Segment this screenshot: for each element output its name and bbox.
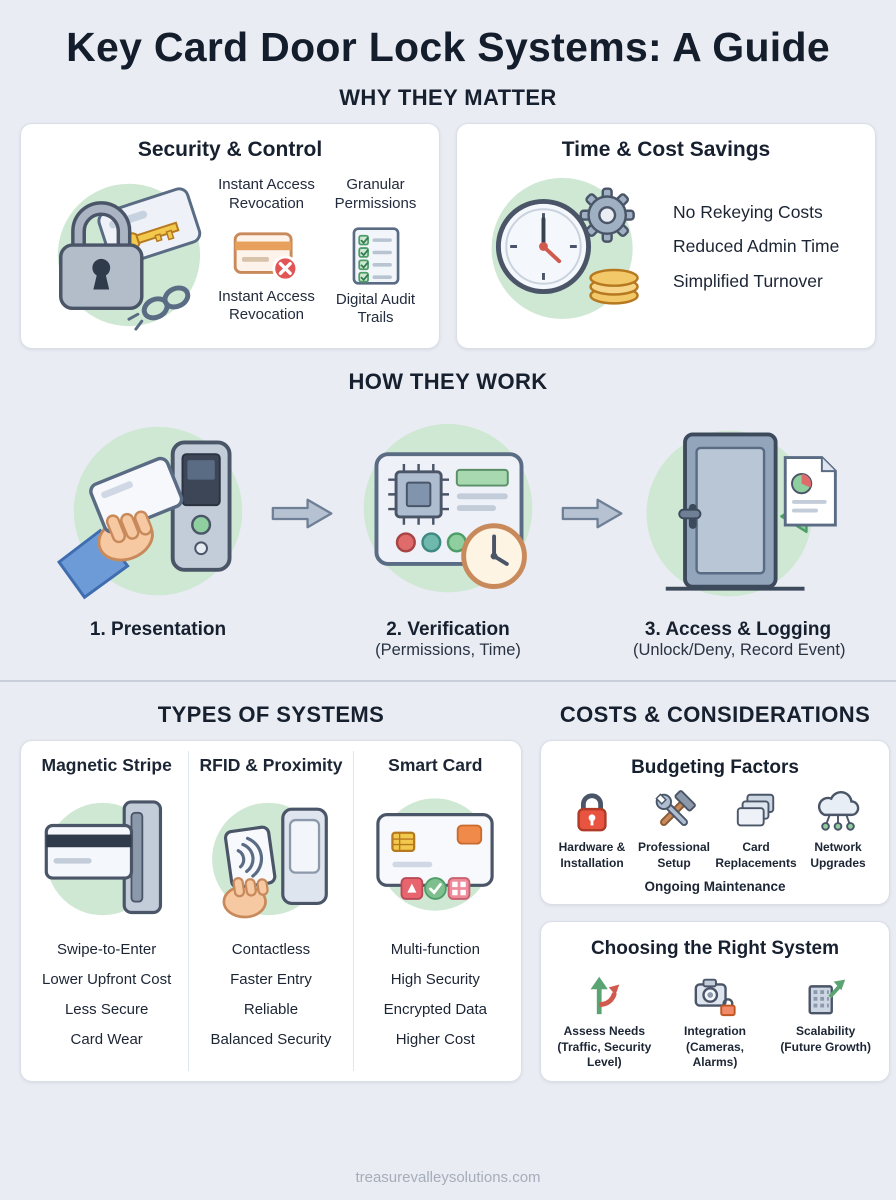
why-cards-row: Security & Control — [0, 123, 896, 349]
flow-arrow-icon — [561, 497, 625, 530]
budgeting-title: Budgeting Factors — [631, 757, 799, 778]
budgeting-note: Ongoing Maintenance — [644, 879, 786, 895]
step-label-1: 1. Presentation — [89, 619, 227, 640]
card-stack-icon — [733, 789, 779, 835]
security-card-body: Instant Access Revocation Granular Permi… — [33, 168, 427, 336]
footer-url: treasurevalleysolutions.com — [355, 1169, 541, 1186]
smart-card-apps-icon — [367, 782, 503, 927]
audit-checklist-icon — [350, 226, 402, 286]
security-benefit-label: Instant Access Revocation — [218, 176, 315, 212]
tap-card-reader-icon — [203, 782, 339, 927]
choose-item-integration: Integration (Cameras, Alarms) — [663, 972, 767, 1071]
control-panel-clock-icon — [343, 415, 553, 611]
security-benefit-label: Instant Access Revocation — [218, 287, 315, 324]
security-card-title: Security & Control — [137, 138, 323, 161]
card-to-reader-icon — [53, 415, 263, 611]
costs-column: COSTS & CONSIDERATIONS Budgeting Factors… — [540, 696, 890, 1082]
section-divider — [0, 680, 896, 682]
page-title: Key Card Door Lock Systems: A Guide — [66, 24, 830, 70]
choosing-items-row: Assess Needs (Traffic, Security Level) — [549, 972, 881, 1071]
security-benefit: Instant Access Revocation — [215, 176, 318, 214]
camera-lock-icon — [692, 972, 738, 1018]
branching-arrows-icon — [581, 972, 627, 1018]
section-why-heading: WHY THEY MATTER — [339, 85, 557, 110]
budgeting-factors-card: Budgeting Factors Hardware & Installatio… — [540, 740, 890, 906]
type-rfid-proximity: RFID & Proximity — [188, 751, 352, 1071]
type-bullets: Contactless Faster Entry Reliable Balanc… — [210, 941, 332, 1048]
security-benefit-label: Digital Audit Trails — [335, 290, 416, 327]
choosing-system-card: Choosing the Right System Assess Needs (… — [540, 921, 890, 1082]
how-steps-row — [0, 415, 896, 611]
budget-item-cards: Card Replacements — [715, 789, 797, 871]
security-benefits-grid: Instant Access Revocation Granular Permi… — [215, 176, 427, 328]
savings-benefits-list: No Rekeying Costs Reduced Admin Time Sim… — [673, 195, 839, 297]
choose-item-assess: Assess Needs (Traffic, Security Level) — [552, 972, 656, 1071]
type-bullets: Multi-function High Security Encrypted D… — [383, 941, 488, 1048]
building-growth-icon — [803, 972, 849, 1018]
savings-benefit: Reduced Admin Time — [673, 236, 840, 257]
choose-item-scalability: Scalability (Future Growth) — [774, 972, 878, 1071]
tools-icon — [651, 789, 697, 835]
security-benefit: Digital Audit Trails — [324, 226, 427, 329]
budget-item-hardware: Hardware & Installation — [551, 789, 633, 871]
budgeting-items-row: Hardware & Installation — [551, 789, 879, 871]
savings-card-title: Time & Cost Savings — [561, 138, 771, 161]
type-smart-card: Smart Card — [352, 751, 517, 1071]
savings-card-body: No Rekeying Costs Reduced Admin Time Sim… — [469, 168, 863, 325]
budget-item-network: Network Upgrades — [797, 789, 879, 871]
swipe-card-reader-icon — [39, 782, 175, 927]
step-label-3: 3. Access & Logging (Unlock/Deny, Record… — [633, 619, 846, 659]
red-padlock-icon — [569, 789, 615, 835]
savings-benefit: Simplified Turnover — [673, 270, 823, 291]
budget-item-setup: Professional Setup — [633, 789, 715, 871]
section-how-heading: HOW THEY WORK — [348, 369, 548, 394]
types-column: TYPES OF SYSTEMS Magnetic Stripe — [20, 696, 522, 1082]
choosing-title: Choosing the Right System — [590, 938, 840, 960]
bottom-row: TYPES OF SYSTEMS Magnetic Stripe — [0, 696, 896, 1082]
security-benefit: Instant Access Revocation — [215, 226, 318, 329]
door-unlock-log-icon — [633, 417, 843, 610]
savings-benefit: No Rekeying Costs — [673, 202, 823, 223]
time-cost-savings-card: Time & Cost Savings — [456, 123, 876, 349]
clock-gear-coins-icon — [469, 168, 665, 325]
cloud-network-icon — [815, 789, 861, 835]
security-benefit: Granular Permissions — [324, 176, 427, 214]
section-types-heading: TYPES OF SYSTEMS — [157, 702, 385, 727]
how-step-labels: 1. Presentation 2. Verification (Permiss… — [0, 619, 896, 660]
section-costs-heading: COSTS & CONSIDERATIONS — [559, 702, 871, 727]
padlock-keycard-chain-icon — [33, 168, 215, 336]
type-magnetic-stripe: Magnetic Stripe Swipe-to-Enter — [25, 751, 188, 1071]
step-label-2: 2. Verification (Permissions, Time) — [375, 619, 521, 659]
types-card: Magnetic Stripe Swipe-to-Enter — [20, 740, 522, 1082]
security-control-card: Security & Control — [20, 123, 440, 349]
type-bullets: Swipe-to-Enter Lower Upfront Cost Less S… — [42, 941, 172, 1048]
security-benefit-label: Granular Permissions — [334, 176, 417, 212]
card-revoked-icon — [231, 229, 303, 283]
flow-arrow-icon — [271, 497, 335, 530]
